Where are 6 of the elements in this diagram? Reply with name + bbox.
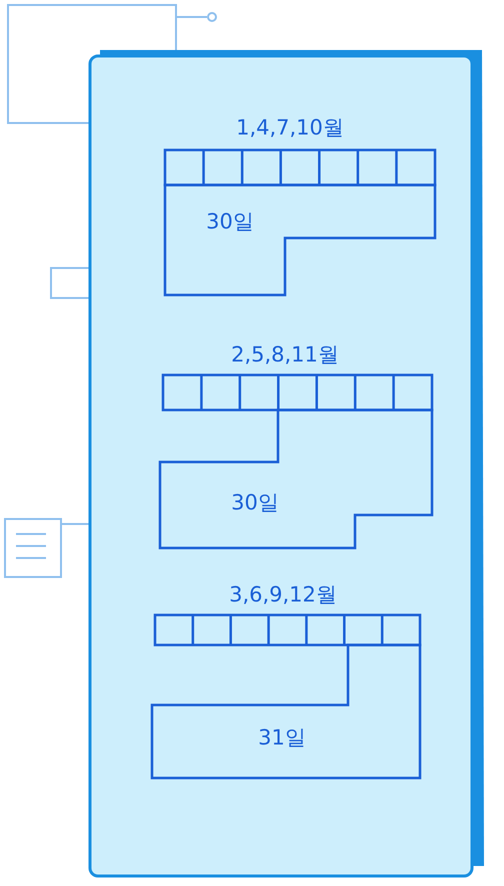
month-label: 3,6,9,12월	[229, 584, 337, 606]
month-label: 1,4,7,10월	[236, 118, 344, 138]
month-label: 2,5,8,11월	[231, 344, 339, 366]
day-count-label: 30일	[231, 492, 279, 514]
day-count-label: 31일	[258, 728, 306, 748]
day-count-label: 30일	[206, 212, 254, 232]
